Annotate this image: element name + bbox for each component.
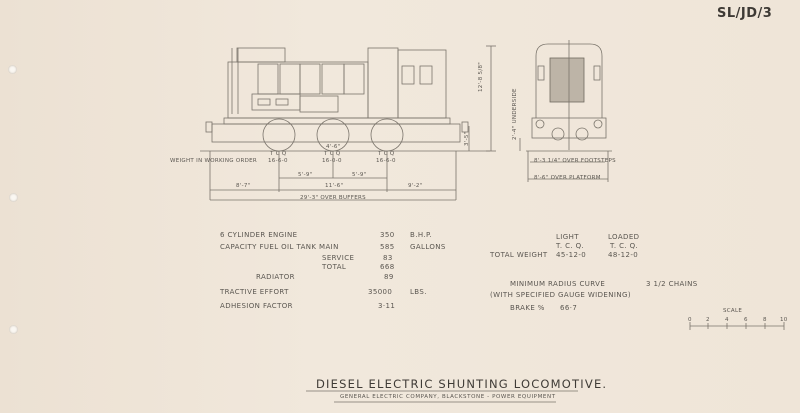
- scale-tick-8: 8: [763, 317, 767, 323]
- light-label: LIGHT: [556, 233, 579, 241]
- adhesion-factor-value: 3·11: [378, 302, 396, 310]
- fuel-total-value: 668: [380, 263, 395, 271]
- light-units: T. C. Q.: [556, 242, 585, 250]
- fuel-total-label: TOTAL: [322, 263, 347, 271]
- fuel-main-value: 585: [380, 243, 395, 251]
- fuel-main-label: CAPACITY FUEL OIL TANK MAIN: [220, 243, 339, 251]
- punch-hole: [9, 325, 18, 334]
- radiator-label: RADIATOR: [256, 273, 295, 281]
- drawing-reference: SL/JD/3: [717, 6, 773, 21]
- over-platform: 8'-6" OVER PLATFORM: [534, 175, 601, 181]
- overhang-left: 8'-7": [236, 183, 251, 189]
- over-footsteps: 8'-3 1/4" OVER FOOTSTEPS: [534, 158, 616, 164]
- adhesion-factor-label: ADHESION FACTOR: [220, 302, 293, 310]
- punch-hole: [9, 193, 18, 202]
- fuel-main-unit: GALLONS: [410, 243, 446, 251]
- fuel-service-label: SERVICE: [322, 254, 355, 262]
- axle-2-units: T C Q: [324, 151, 341, 157]
- buffer-height: 3'-5": [464, 131, 470, 146]
- engine-unit: B.H.P.: [410, 231, 433, 239]
- brake-label: BRAKE %: [510, 304, 545, 312]
- wheelbase-2: 5'-9": [352, 172, 367, 178]
- scale-tick-4: 4: [725, 317, 729, 323]
- side-elevation: [200, 45, 496, 201]
- scale-tick-0: 0: [688, 317, 692, 323]
- end-elevation: [519, 40, 612, 182]
- axle-1-weight: 16-6-0: [268, 158, 288, 164]
- min-radius-label: MINIMUM RADIUS CURVE: [510, 280, 606, 288]
- loaded-units: T. C. Q.: [610, 242, 639, 250]
- weight-label: WEIGHT IN WORKING ORDER: [170, 158, 258, 164]
- tractive-effort-label: TRACTIVE EFFORT: [220, 288, 289, 296]
- engine-label: 6 CYLINDER ENGINE: [220, 231, 298, 239]
- length-over-buffers: 29'-3" OVER BUFFERS: [300, 195, 366, 201]
- punch-hole: [8, 65, 17, 74]
- axle-3-units: T C Q: [378, 151, 395, 157]
- gauge-widening-note: (WITH SPECIFIED GAUGE WIDENING): [490, 291, 631, 299]
- wheelbase-1: 5'-9": [298, 172, 313, 178]
- scale-label: SCALE: [723, 308, 743, 314]
- wheel-diameter: 4'-6": [326, 144, 341, 150]
- drawing-subtitle: GENERAL ELECTRIC COMPANY, BLACKSTONE - P…: [340, 394, 556, 400]
- drawing-title: DIESEL ELECTRIC SHUNTING LOCOMOTIVE.: [316, 377, 608, 391]
- light-weight-value: 45-12-0: [556, 251, 587, 259]
- loaded-label: LOADED: [608, 233, 640, 241]
- tractive-effort-value: 35000: [368, 288, 393, 296]
- total-weight-label: TOTAL WEIGHT: [490, 251, 548, 259]
- overall-height: 12'-8 5/8": [478, 61, 484, 92]
- loaded-weight-value: 48-12-0: [608, 251, 639, 259]
- axle-3-weight: 16-6-0: [376, 158, 396, 164]
- brake-value: 66·7: [560, 304, 578, 312]
- overhang-right: 9'-2": [408, 183, 423, 189]
- scale-tick-10: 10: [780, 317, 788, 323]
- scale-bar: [689, 322, 785, 330]
- total-wheelbase: 11'-6": [325, 183, 344, 189]
- axle-2-weight: 16-0-0: [322, 158, 342, 164]
- engine-value: 350: [380, 231, 395, 239]
- fuel-service-value: 83: [383, 254, 393, 262]
- axle-1-units: T C Q: [270, 151, 287, 157]
- scale-tick-2: 2: [706, 317, 710, 323]
- tractive-effort-unit: LBS.: [410, 288, 427, 296]
- underside-dimension: 2'-4" UNDERSIDE: [512, 88, 518, 140]
- min-radius-value: 3 1/2 CHAINS: [646, 280, 698, 288]
- scale-tick-6: 6: [744, 317, 748, 323]
- radiator-value: 89: [384, 273, 394, 281]
